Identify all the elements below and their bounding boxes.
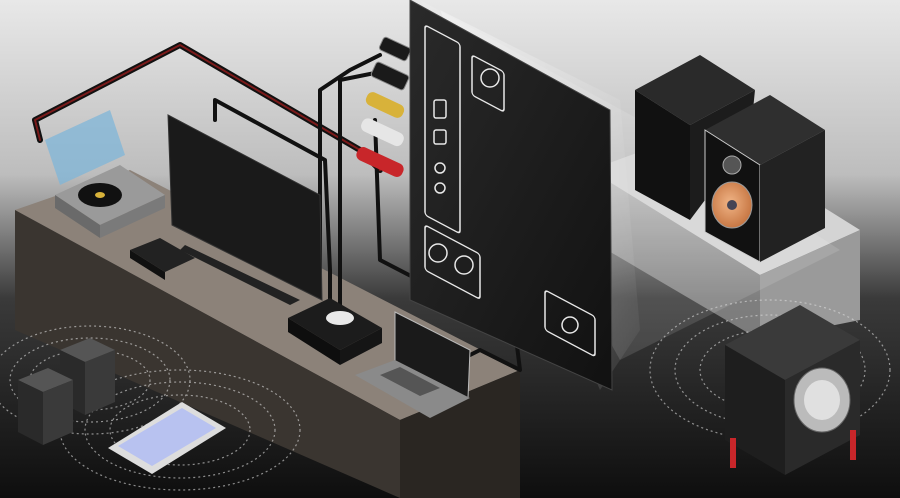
controller [326, 311, 354, 325]
cables [32, 42, 522, 372]
turntable-icon [45, 110, 165, 238]
tv-icon [167, 114, 323, 305]
desk [15, 170, 520, 498]
hdmi-plug [370, 61, 410, 91]
wireless-speaker-icon [18, 338, 115, 445]
subwoofer-icon [725, 305, 860, 475]
laptop-icon [355, 311, 471, 418]
connectors [356, 36, 412, 177]
rear-panel-icon [409, 0, 613, 391]
rca-white-plug [361, 118, 404, 147]
rca-yellow-plug [365, 92, 405, 118]
streamer-box-icon [130, 238, 195, 272]
game-console-icon [288, 298, 382, 365]
usb-c-plug [378, 36, 412, 62]
rca-red-plug [356, 147, 404, 177]
turntable-lid [45, 110, 125, 185]
bookshelf-speaker-icon [635, 55, 825, 263]
phone-icon [108, 402, 226, 474]
